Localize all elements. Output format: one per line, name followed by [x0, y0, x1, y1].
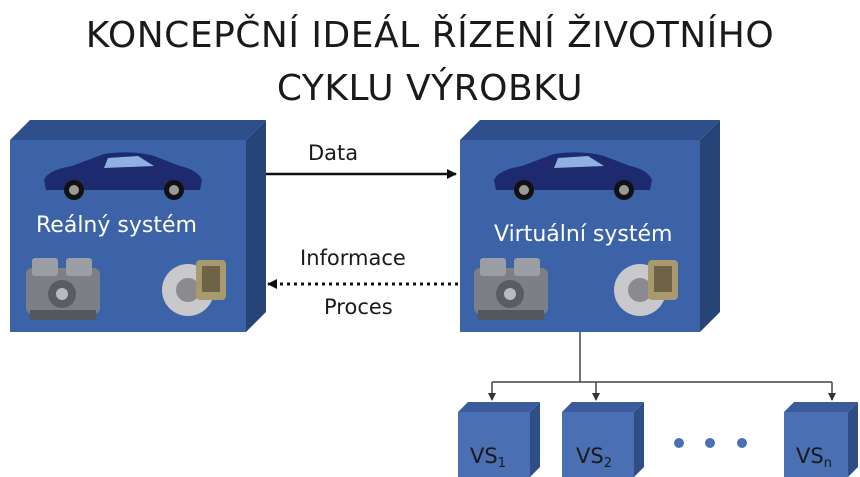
engine-icon	[474, 258, 548, 320]
process-arrow-label: Proces	[324, 295, 393, 319]
ellipsis-dots	[674, 438, 747, 448]
brake-icon	[162, 260, 226, 316]
diagram-title-line1: KONCEPČNÍ IDEÁL ŘÍZENÍ ŽIVOTNÍHO	[85, 15, 775, 56]
vs-label-n: VSn	[796, 444, 832, 471]
car-icon	[494, 152, 652, 200]
vs-box-2	[562, 402, 644, 477]
data-arrow-label: Data	[308, 141, 359, 165]
virtual-system-label: Virtuální systém	[494, 222, 673, 247]
vs-label-2: VS2	[576, 444, 612, 471]
real-system-label: Reálný systém	[36, 213, 197, 238]
car-icon	[44, 152, 202, 200]
info-arrow-label: Informace	[300, 246, 406, 270]
engine-icon	[26, 258, 100, 320]
vs-box-n	[784, 402, 858, 477]
diagram-title-line2: CYKLU VÝROBKU	[276, 68, 584, 109]
vs-label-1: VS1	[470, 444, 506, 471]
vs-connector	[488, 332, 836, 401]
brake-icon	[614, 260, 678, 316]
vs-box-1	[458, 402, 540, 477]
